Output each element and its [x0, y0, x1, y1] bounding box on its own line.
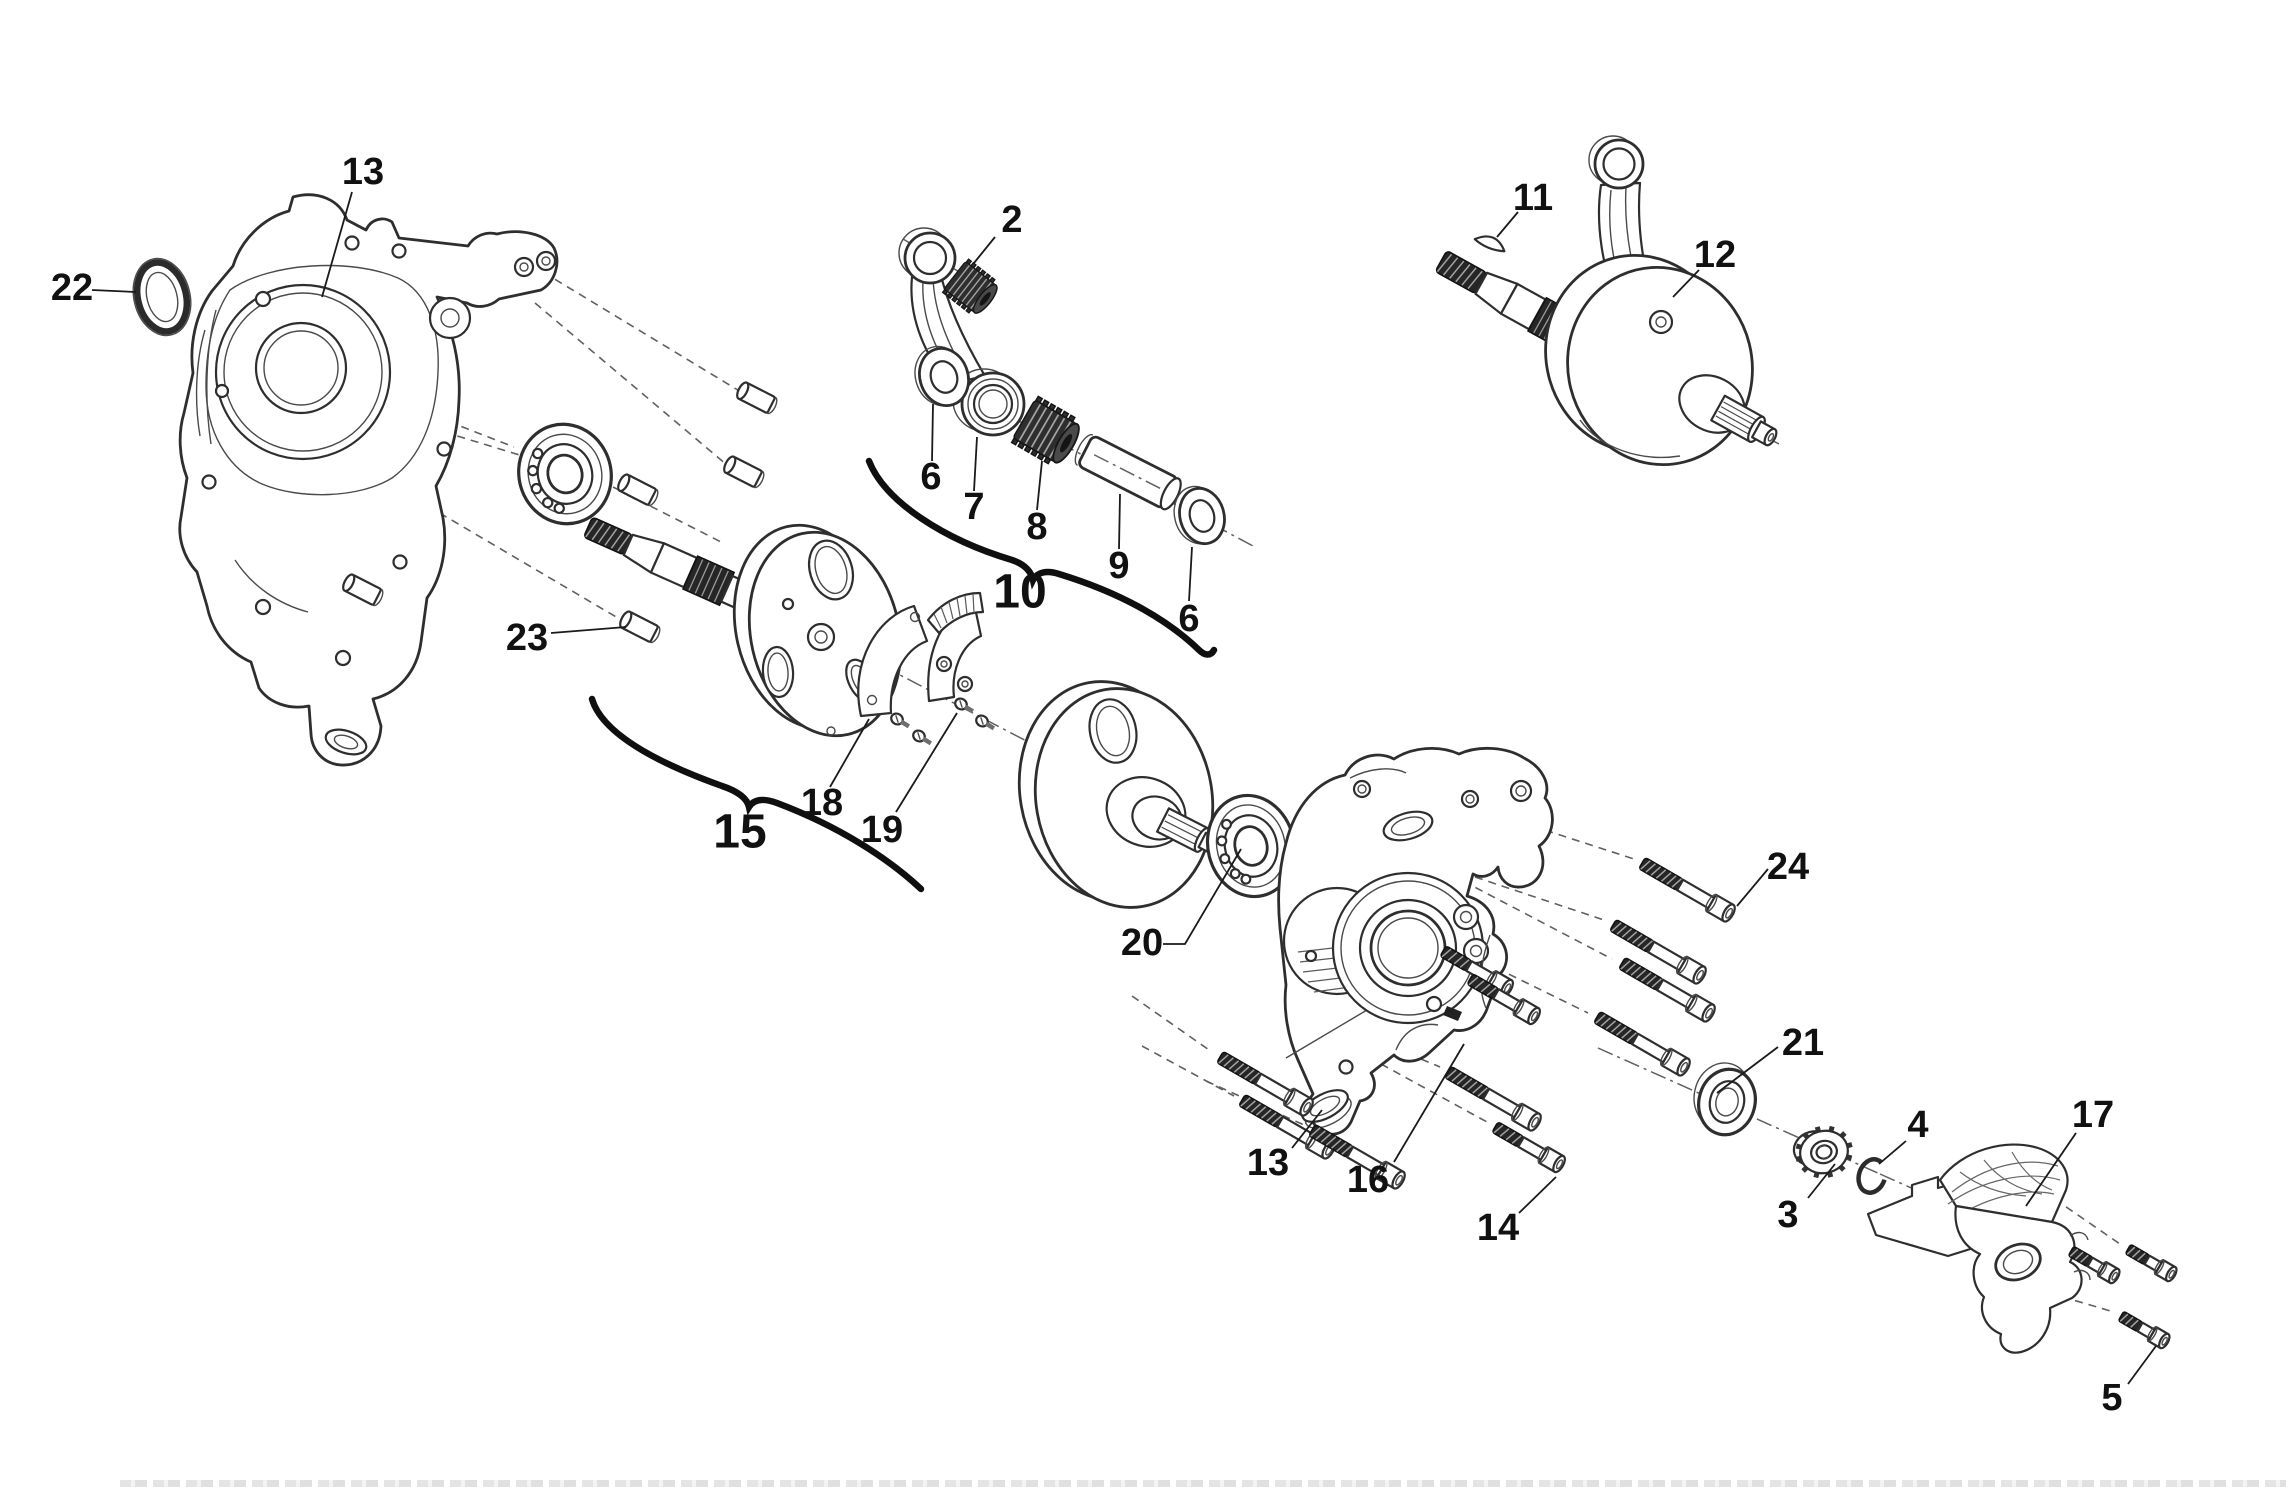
- callout-16: 16: [1347, 1159, 1389, 1201]
- callout-18: 18: [801, 782, 843, 824]
- callout-2: 2: [1001, 199, 1022, 241]
- left-crankcase-half: [178, 193, 559, 767]
- callout-20: 20: [1121, 922, 1163, 964]
- thrust-washer-right: [1173, 485, 1226, 546]
- main-bearing-right: [1205, 793, 1297, 899]
- thrust-washer-left: [914, 345, 970, 407]
- crank-pin: [1074, 434, 1182, 511]
- callout-24: 24: [1767, 846, 1809, 888]
- bracket-10: [865, 457, 1218, 658]
- callout-6b: 6: [1178, 598, 1199, 640]
- chain-guard: [1866, 1143, 2091, 1354]
- callout-11: 11: [1513, 177, 1553, 219]
- callout-4: 4: [1907, 1104, 1928, 1146]
- leader-lines: [91, 191, 2157, 1385]
- callout-3: 3: [1777, 1194, 1798, 1236]
- callout-12: 12: [1694, 234, 1736, 276]
- connecting-rod-assembly: [898, 227, 1226, 546]
- callout-8: 8: [1026, 506, 1047, 548]
- cropped-caption-remnant: [120, 1480, 2286, 1487]
- callout-13-right: 13: [1247, 1142, 1289, 1184]
- callout-19: 19: [861, 809, 903, 851]
- woodruff-key: [1473, 235, 1506, 253]
- callout-14: 14: [1477, 1207, 1519, 1249]
- crankshaft-half-right: [1017, 680, 1220, 909]
- right-crankcase-half: [1277, 746, 1554, 1136]
- callout-21: 21: [1782, 1022, 1824, 1064]
- group-brackets: [588, 457, 1218, 893]
- callout-23: 23: [506, 617, 548, 659]
- balance-weights: [857, 591, 998, 749]
- circlip: [1856, 1157, 1888, 1195]
- callout-7: 7: [963, 486, 984, 528]
- case-spout: [1301, 1089, 1352, 1129]
- callout-5: 5: [2101, 1377, 2122, 1419]
- callout-10: 10: [993, 566, 1046, 619]
- oil-seal-right: [1693, 1062, 1757, 1137]
- oil-seal-left: [132, 257, 192, 337]
- sprocket: [1792, 1125, 1853, 1179]
- bracket-15: [588, 695, 925, 893]
- guard-bolts: [2065, 1240, 2180, 1351]
- callout-17: 17: [2072, 1094, 2114, 1136]
- callout-22: 22: [51, 267, 93, 309]
- callout-6a: 6: [920, 456, 941, 498]
- callout-15: 15: [713, 806, 766, 859]
- crankshaft-assembly: [1435, 135, 1778, 467]
- callout-13-left: 13: [342, 151, 384, 193]
- callout-labels: 2 3 4 5 6 6 7 8 9 10 11 12 13 13 14 15 1…: [51, 151, 2123, 1419]
- main-bearing-left: [517, 422, 613, 526]
- balance-weight-plate: [857, 604, 929, 718]
- callout-9: 9: [1108, 545, 1129, 587]
